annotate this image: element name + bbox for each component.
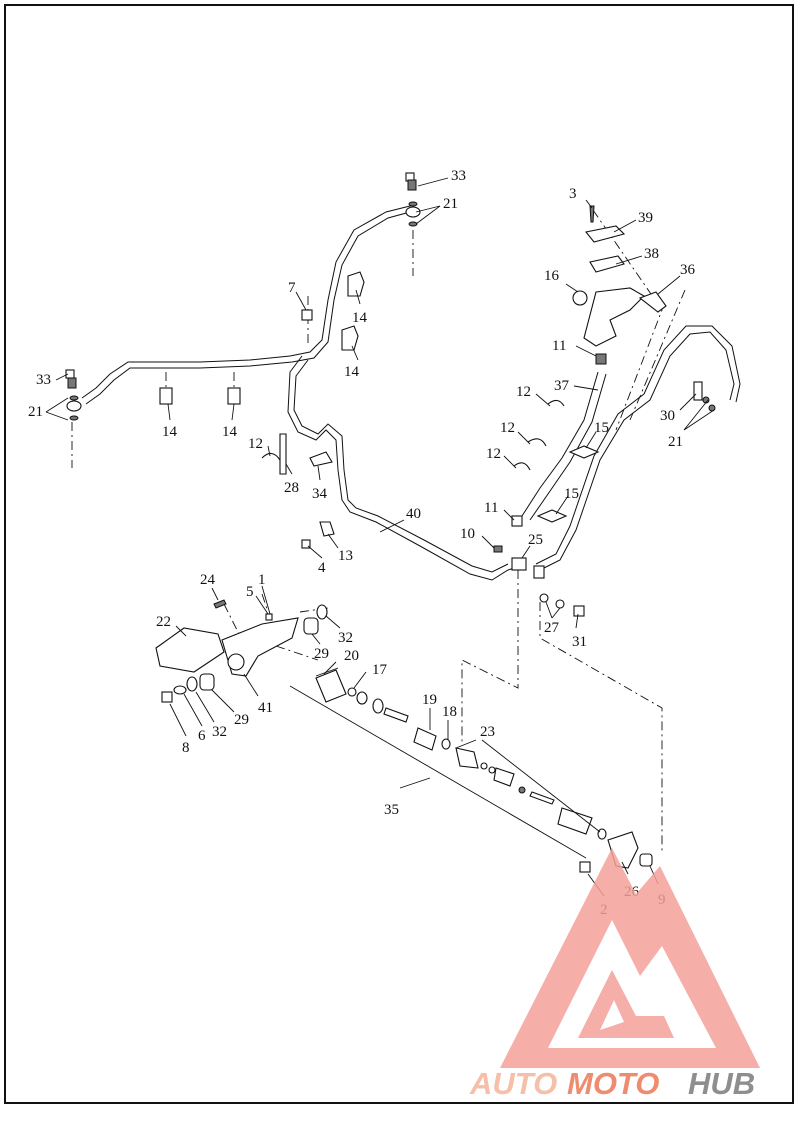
callout-23: 23 — [480, 724, 495, 740]
pedal-pivot — [227, 653, 245, 671]
clamp-12-d — [261, 452, 281, 461]
callout-30: 30 — [660, 408, 675, 424]
bracket-28 — [279, 433, 287, 475]
fitting-33-top — [405, 172, 421, 227]
clamp-12-b — [527, 438, 547, 447]
clamp-12-a — [547, 399, 565, 407]
callout-6: 6 — [198, 728, 206, 744]
callout-33-top: 33 — [451, 168, 466, 184]
callout-labels: 33 21 3 39 38 36 16 7 14 14 11 37 33 21 … — [28, 168, 696, 918]
nut-4 — [301, 539, 311, 549]
washer-27-a — [539, 593, 549, 603]
watermark-brand-text: AUTO MOTO HUB — [469, 1066, 755, 1101]
callout-12-c: 12 — [486, 446, 501, 462]
callout-33-left: 33 — [36, 372, 51, 388]
callout-15-lower: 15 — [564, 486, 579, 502]
callout-32-lower: 32 — [212, 724, 227, 740]
fitting-11-lower — [511, 515, 523, 527]
brand-text-hub: HUB — [688, 1066, 755, 1101]
junction-25 — [511, 557, 527, 571]
washer-32-upper — [316, 604, 328, 620]
parts — [65, 172, 716, 873]
callout-17: 17 — [372, 662, 388, 678]
callout-22: 22 — [156, 614, 171, 630]
washer-6 — [173, 685, 187, 695]
fitting-10 — [493, 545, 503, 553]
callout-18: 18 — [442, 704, 457, 720]
hose-clamp-15-b — [536, 509, 568, 523]
callout-14-lower-b: 14 — [222, 424, 238, 440]
bolt-31 — [573, 605, 585, 617]
diagram-frame — [4, 4, 794, 1104]
washer-32-lower — [186, 676, 198, 692]
callout-14-lower-a: 14 — [162, 424, 178, 440]
bolt-7 — [301, 309, 313, 321]
callout-37: 37 — [554, 378, 570, 394]
screw-5 — [265, 613, 273, 621]
master-cylinder — [572, 205, 667, 365]
fitting-33-left — [65, 369, 82, 421]
hose-clamp-15-a — [568, 445, 600, 459]
bolt-30 — [693, 381, 703, 401]
callout-7: 7 — [288, 280, 296, 296]
callout-5: 5 — [246, 584, 254, 600]
clip-13 — [319, 521, 335, 537]
callout-12-a: 12 — [516, 384, 531, 400]
nut-8 — [161, 691, 173, 703]
callout-3: 3 — [569, 186, 577, 202]
watermark-logo-mark — [500, 848, 760, 1068]
callout-15-upper: 15 — [594, 420, 609, 436]
callout-21-top: 21 — [443, 196, 458, 212]
callout-32-upper: 32 — [338, 630, 353, 646]
callout-35: 35 — [384, 802, 399, 818]
callout-14-upper-b: 14 — [344, 364, 360, 380]
callout-41: 41 — [258, 700, 273, 716]
callout-11-lower: 11 — [484, 500, 498, 516]
brake-lines — [81, 204, 741, 581]
callout-40: 40 — [406, 506, 421, 522]
callout-24: 24 — [200, 572, 216, 588]
callout-13: 13 — [338, 548, 353, 564]
callout-19: 19 — [422, 692, 437, 708]
callout-34: 34 — [312, 486, 328, 502]
bushing-29-lower — [199, 673, 215, 691]
callout-12-d: 12 — [248, 436, 263, 452]
callout-10: 10 — [460, 526, 475, 542]
callout-31: 31 — [572, 634, 587, 650]
callout-29-upper: 29 — [314, 646, 329, 662]
callout-21-right: 21 — [668, 434, 683, 450]
callout-20: 20 — [344, 648, 359, 664]
callout-11-upper: 11 — [552, 338, 566, 354]
callout-12-b: 12 — [500, 420, 515, 436]
callout-38: 38 — [644, 246, 659, 262]
callout-16: 16 — [544, 268, 560, 284]
brand-text-auto: AUTO — [469, 1066, 557, 1101]
callout-21-left: 21 — [28, 404, 43, 420]
callout-27: 27 — [544, 620, 560, 636]
callout-14-upper-a: 14 — [352, 310, 368, 326]
callout-4: 4 — [318, 560, 326, 576]
bushing-29-upper — [303, 617, 319, 635]
callout-25: 25 — [528, 532, 543, 548]
clip-34 — [309, 451, 333, 467]
clip-14-group — [159, 271, 365, 405]
brand-text-moto: MOTO — [567, 1066, 659, 1101]
pedal-pad-22 — [155, 627, 225, 673]
callout-8: 8 — [182, 740, 190, 756]
callout-29-lower: 29 — [234, 712, 249, 728]
actuator-assembly-35 — [315, 669, 653, 873]
callout-1: 1 — [258, 572, 266, 588]
junction-block — [533, 565, 545, 579]
bolt-24 — [213, 599, 227, 609]
clamp-12-c — [513, 462, 531, 471]
callout-36: 36 — [680, 262, 696, 278]
callout-39: 39 — [638, 210, 653, 226]
callout-28: 28 — [284, 480, 299, 496]
